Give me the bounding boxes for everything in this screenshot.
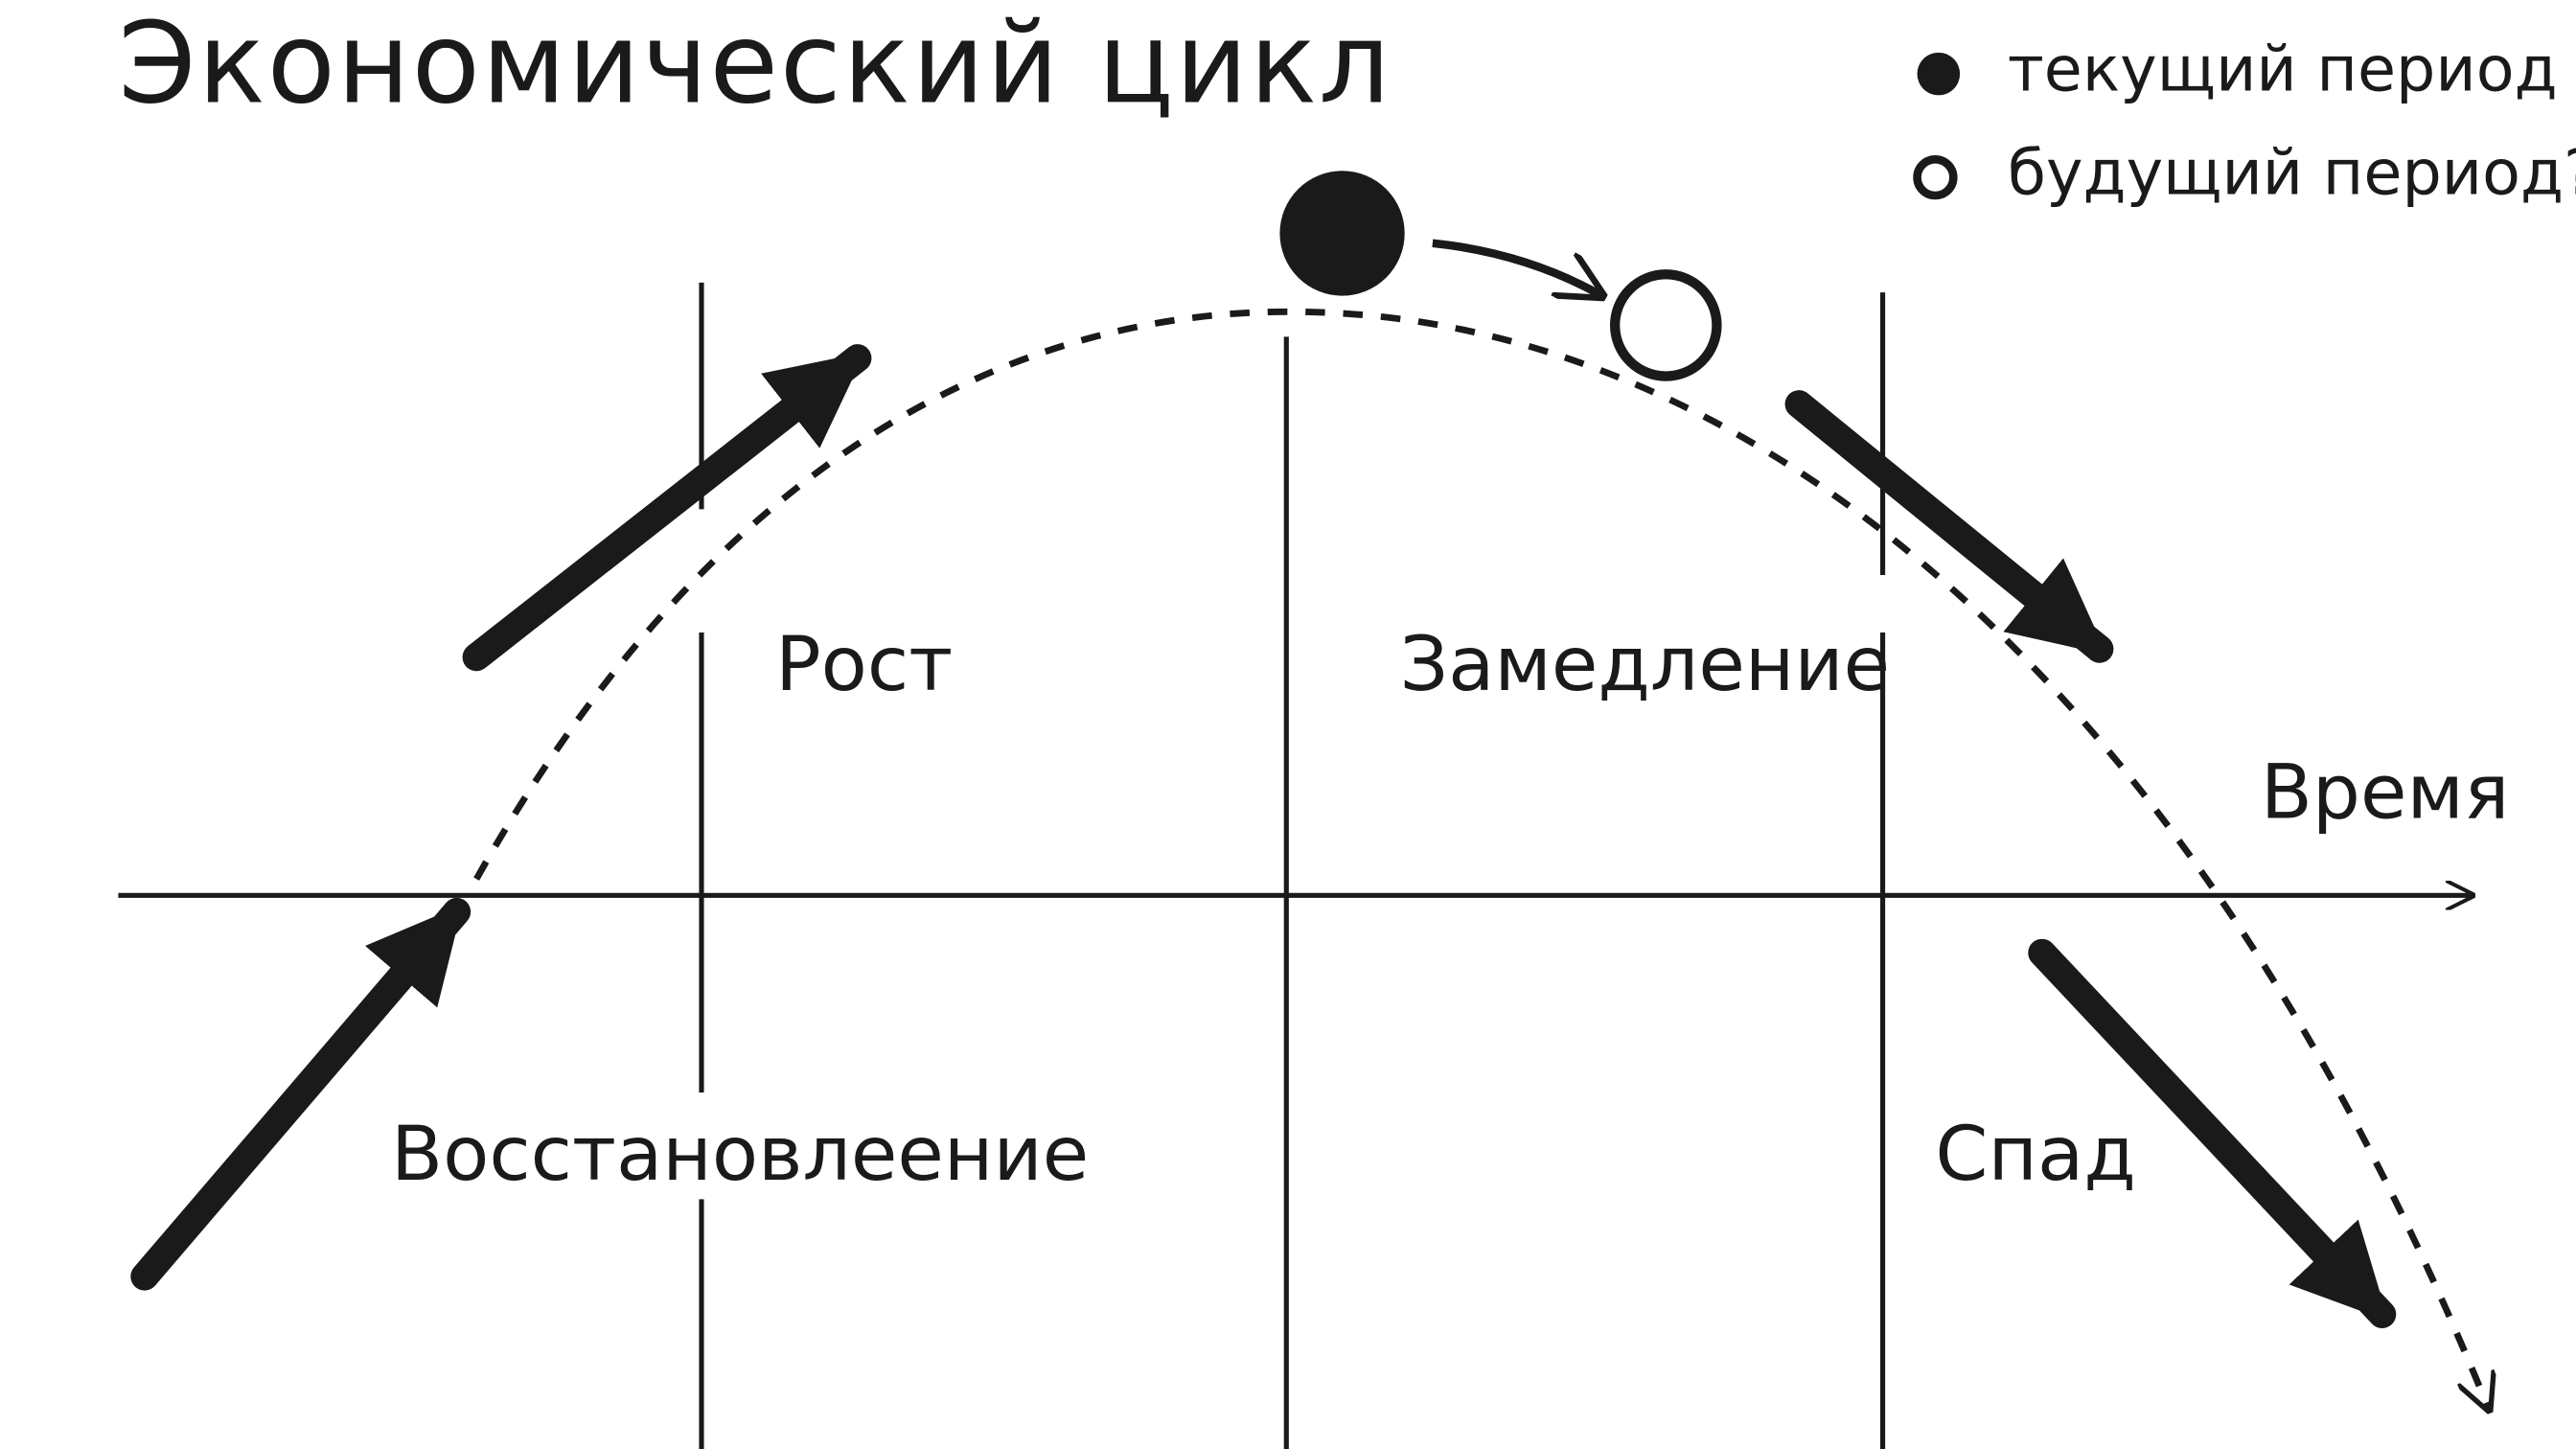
phase-slowdown: Замедление [1400, 620, 1891, 708]
future-period-dot [1610, 269, 1722, 381]
time-axis-label: Время [2261, 748, 2510, 837]
phase-recovery: Восстановлеение [391, 1110, 1089, 1198]
legend: текущий период будущий период? [1913, 34, 2576, 209]
trend-arrows [130, 344, 2397, 1328]
current-period-dot [1279, 171, 1405, 296]
up-arrow-icon [130, 897, 472, 1291]
legend-current: текущий период [2008, 34, 2558, 105]
up-arrow-icon [462, 344, 872, 672]
phase-decline: Спад [1935, 1110, 2135, 1198]
phase-growth: Рост [775, 620, 953, 708]
down-arrow-icon [2028, 938, 2397, 1328]
grid-lines [699, 282, 1886, 1449]
transition-arrow [1432, 239, 1602, 296]
filled-dot-icon [1917, 52, 1961, 96]
hollow-dot-icon [1913, 155, 1958, 200]
legend-future: будущий период? [2008, 137, 2576, 209]
cycle-curve [473, 308, 2489, 1410]
down-arrow-icon [1784, 390, 2114, 663]
diagram-title: Экономический цикл [118, 0, 1392, 128]
